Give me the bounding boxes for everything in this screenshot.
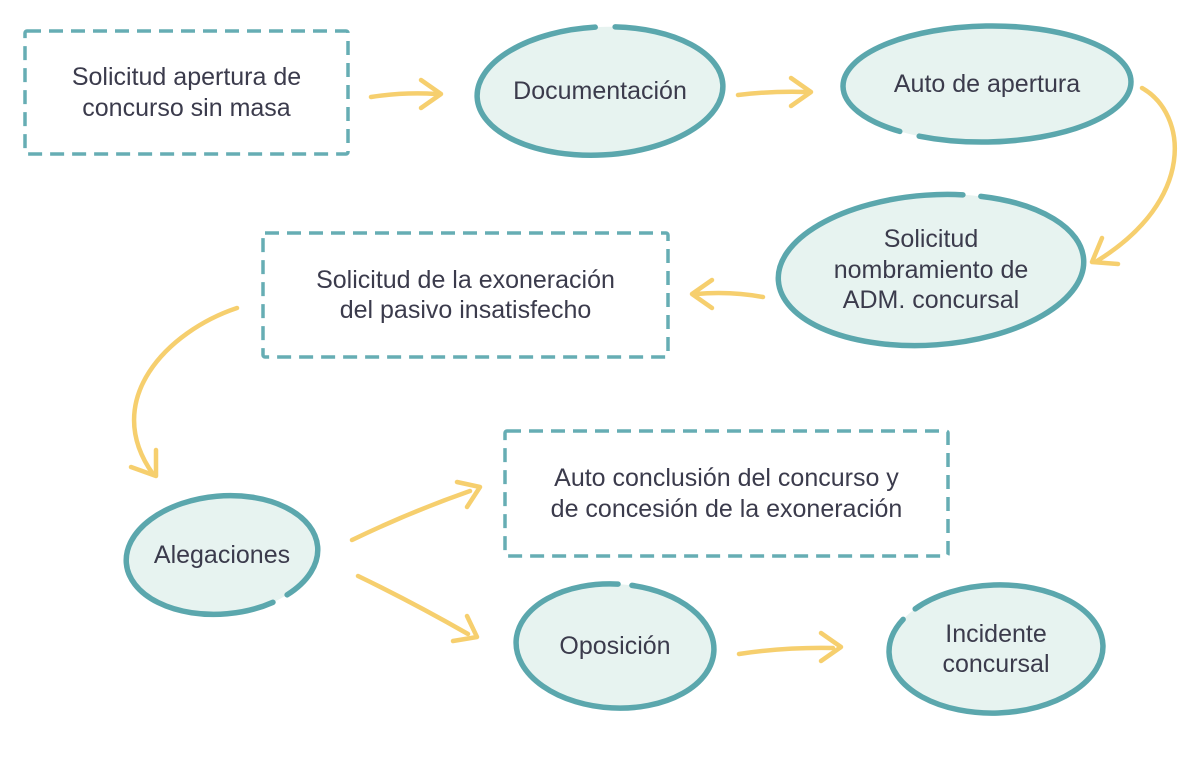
solicitud-apertura-box-outline (23, 29, 350, 156)
oposicion-ellipse (513, 581, 717, 711)
node-solicitud-apertura-label: Solicitud apertura de concurso sin masa (71, 63, 302, 122)
node-documentacion-label: Documentación (513, 76, 687, 105)
arrow-oposicion-to-incidente-concursal (736, 630, 844, 664)
arrow-solicitud-nombramiento-to-solicitud-exoneracion (689, 277, 766, 311)
node-alegaciones: Alegaciones (126, 496, 318, 614)
documentacion-ellipse (474, 24, 726, 158)
arrow-solicitud-exoneracion-to-alegaciones (128, 305, 240, 479)
arrow-alegaciones-to-oposicion (355, 573, 480, 644)
node-solicitud-apertura: Solicitud apertura de concurso sin masa (25, 31, 348, 154)
auto-apertura-ellipse (840, 23, 1134, 145)
node-solicitud-nombramiento: Solicitud nombramiento de ADM. concursal (778, 195, 1084, 345)
node-oposicion-label: Oposición (559, 631, 671, 660)
node-solicitud-exoneracion-label: Solicitud de la exoneración del pasivo i… (316, 265, 615, 325)
node-incidente-concursal-label: Incidente concursal (942, 619, 1050, 679)
node-auto-conclusion-label: Auto conclusión del concurso y de conces… (550, 464, 903, 523)
node-auto-apertura-label: Auto de apertura (893, 69, 1081, 98)
auto-conclusion-box-outline (503, 429, 950, 558)
node-auto-apertura: Auto de apertura (843, 26, 1131, 142)
arrow-auto-apertura-to-solicitud-nombramiento (1089, 85, 1178, 267)
incidente-concursal-ellipse (886, 582, 1106, 716)
node-solicitud-exoneracion: Solicitud de la exoneración del pasivo i… (263, 233, 668, 357)
node-alegaciones-label: Alegaciones (153, 540, 291, 569)
alegaciones-ellipse (123, 492, 321, 618)
node-solicitud-nombramiento-label: Solicitud nombramiento de ADM. concursal (833, 225, 1029, 315)
node-auto-conclusion: Auto conclusión del concurso y de conces… (505, 431, 948, 556)
arrow-alegaciones-to-auto-conclusion (349, 479, 483, 543)
arrow-solicitud-apertura-to-documentacion (368, 77, 444, 111)
arrow-documentacion-to-auto-apertura (735, 75, 814, 109)
node-documentacion: Documentación (477, 27, 723, 155)
solicitud-exoneracion-box-outline (261, 231, 670, 359)
node-oposicion: Oposición (516, 584, 714, 708)
solicitud-nombramiento-ellipse (775, 191, 1087, 349)
node-incidente-concursal: Incidente concursal (889, 585, 1103, 713)
